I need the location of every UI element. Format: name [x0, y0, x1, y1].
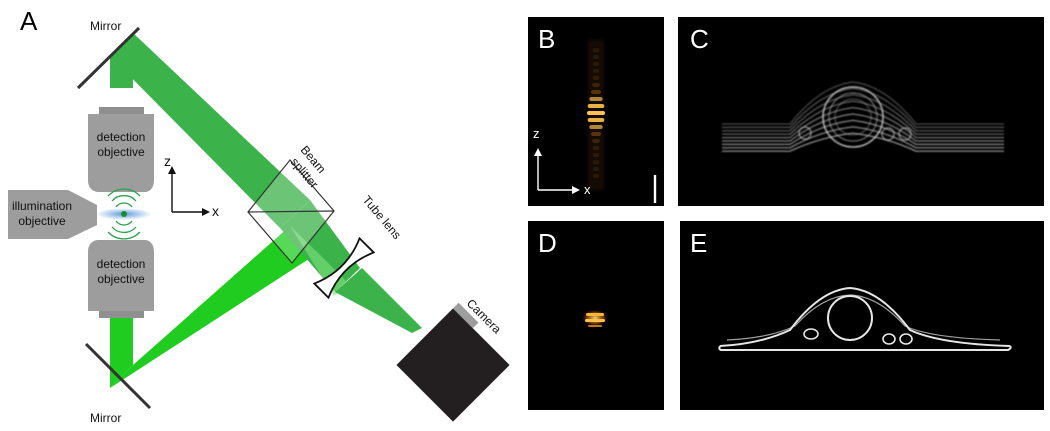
psf-fringe [592, 83, 600, 87]
blurred-band [722, 126, 1004, 149]
sample-point [121, 211, 127, 217]
psf-fringe [592, 139, 600, 143]
panel-c-frame [678, 17, 1044, 206]
mirror-bottom [84, 342, 152, 410]
psf-fringe [592, 153, 600, 157]
psf-fringe [589, 125, 603, 129]
psf-fringe [587, 111, 605, 115]
psf-lightsheet [581, 309, 609, 327]
psf-fringe [592, 69, 600, 73]
detection-objective-top: detection objective [88, 107, 154, 192]
mirror-top-label: Mirror [90, 19, 121, 33]
schematic-z-label: z [164, 153, 171, 169]
emission-rings [107, 188, 141, 240]
panel-letter-d: D [538, 228, 557, 258]
mirror-bottom-label: Mirror [90, 411, 121, 425]
mirror-top [76, 26, 141, 90]
psf-fringe [589, 97, 603, 101]
blurred-band [722, 132, 1004, 152]
panel-letter-c: C [690, 24, 709, 54]
psf-fringe [591, 90, 601, 94]
psf-fringe [587, 104, 605, 108]
psf-fringe [591, 132, 601, 136]
beam-paths [110, 33, 422, 388]
detection-objective-top-line1: detection [97, 130, 146, 144]
detection-objective-bottom: detection objective [88, 240, 154, 318]
detection-objective-bottom-line2: objective [97, 272, 145, 286]
blurred-band [722, 113, 1004, 142]
psf-x-label: x [584, 182, 591, 197]
detection-objective-top-line2: objective [97, 145, 145, 159]
tube-lens [312, 236, 376, 300]
detection-objective-bottom-line1: detection [97, 257, 146, 271]
psf-z-label: z [533, 126, 540, 141]
psf-fringe [592, 146, 600, 150]
psf-fringe [592, 174, 600, 178]
psf-axes [534, 148, 657, 203]
beam-to-camera [335, 268, 422, 333]
beam-splitter [247, 159, 335, 264]
psf-fringe [592, 160, 600, 164]
panel-letter-a: A [20, 6, 38, 36]
blurred-band [722, 87, 1004, 128]
psf-fringes [587, 48, 605, 178]
psf-widefield [587, 40, 605, 190]
panel-letter-e: E [690, 228, 707, 258]
illumination-objective: illumination objective [8, 190, 97, 239]
blurred-band [722, 100, 1004, 135]
schematic-axes [168, 166, 210, 216]
cell-image-sharp [718, 286, 1012, 351]
schematic-x-label: x [212, 203, 219, 219]
camera [396, 302, 510, 422]
illumination-objective-line2: objective [18, 214, 66, 228]
panel-letter-b: B [538, 24, 555, 54]
blurred-band [722, 81, 1004, 125]
panel-e-frame [680, 221, 1044, 410]
psf-fringe [592, 167, 600, 171]
blurred-band [722, 119, 1004, 145]
beam-top-diagonal [110, 33, 310, 228]
illumination-objective-line1: illumination [12, 199, 72, 213]
cell-image-blurred [722, 81, 1004, 152]
beam-bottom-vertical [110, 318, 133, 388]
psf-fringe [592, 48, 600, 52]
tube-lens-label: Tube lens [360, 193, 404, 242]
blurred-band [722, 94, 1004, 132]
psf-fringe [592, 55, 600, 59]
psf-fringe [587, 118, 605, 122]
beam-bottom-diagonal [110, 226, 318, 388]
psf-fringe [592, 76, 600, 80]
psf-fringe [592, 62, 600, 66]
